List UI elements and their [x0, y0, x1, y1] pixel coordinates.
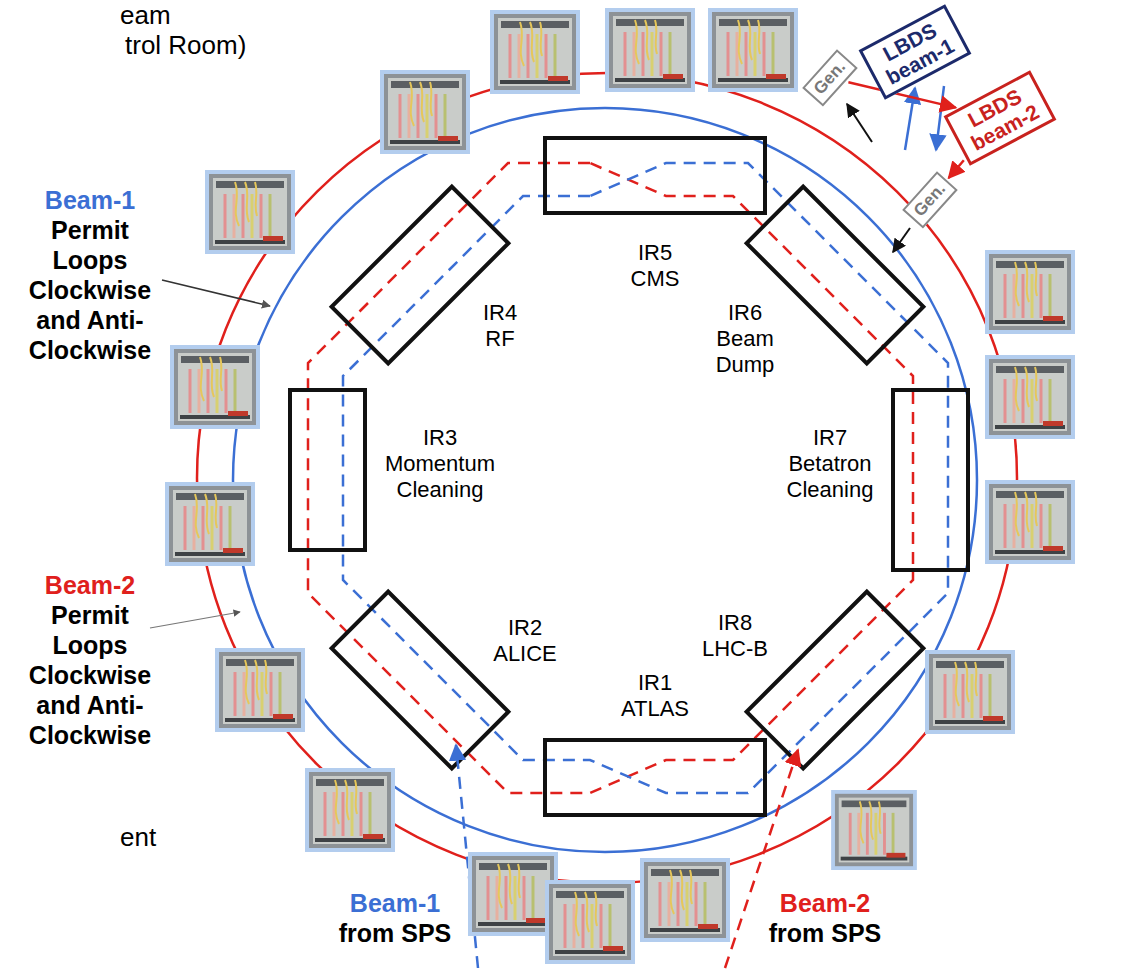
dump-system-box: LBDS beam-2 — [944, 70, 1057, 165]
interlock-crate-photo — [987, 482, 1073, 562]
ir-box — [893, 390, 968, 570]
interlock-crate-photo — [307, 770, 393, 850]
beam-2-orbit — [308, 163, 913, 793]
interlock-crate-photo — [607, 10, 693, 90]
ir-box — [332, 592, 509, 769]
beam-1-loop-tap — [936, 86, 944, 150]
beam-source-note: from SPS — [760, 918, 890, 948]
interlock-crate-photo — [217, 650, 303, 730]
interlock-crate-photo — [382, 72, 468, 152]
loop-heading: Beam-2 — [20, 570, 160, 600]
loop-heading: Beam-1 — [20, 185, 160, 215]
ir-box — [290, 390, 365, 550]
beam-source-heading: Beam-2 — [760, 888, 890, 918]
ir-label: IR1 ATLAS — [613, 670, 697, 722]
box-text: LBDS beam-1 — [869, 14, 960, 90]
beam-1-permit-loop — [233, 108, 977, 852]
leader-line — [150, 612, 240, 628]
interlock-crate-photo — [172, 347, 258, 427]
generator-feed — [893, 228, 910, 252]
interlock-crate-photo — [470, 854, 556, 934]
slide-text-fragment: trol Room) — [125, 30, 246, 60]
slide-text-fragment: eam — [120, 0, 171, 30]
ir-label: IR5 CMS — [623, 240, 687, 292]
box-text: LBDS beam-2 — [954, 80, 1045, 156]
interlock-crate-photo — [167, 484, 253, 564]
ir-box — [747, 592, 924, 769]
box-text: Gen. — [810, 57, 850, 98]
ir-box — [332, 187, 509, 364]
interlock-crate-photo — [492, 12, 578, 92]
generator-box: Gen. — [802, 49, 857, 106]
loop-note: Permit Loops Clockwise and Anti-Clockwis… — [20, 215, 160, 365]
interlock-crate-photo — [987, 252, 1073, 332]
ir-box — [545, 138, 765, 213]
interlock-crate-photo — [547, 882, 633, 962]
beam-2-permit-loop — [197, 73, 1017, 883]
ir-label: IR7 Betatron Cleaning — [778, 425, 882, 503]
ir-label: IR3 Momentum Cleaning — [380, 425, 500, 503]
loop-note: Permit Loops Clockwise and Anti-Clockwis… — [20, 600, 160, 750]
generator-feed — [847, 104, 872, 142]
interlock-crate-photo — [987, 357, 1073, 437]
ir-label: IR2 ALICE — [486, 615, 564, 667]
ir-label: IR8 LHC-B — [696, 610, 774, 662]
ir-label: IR6 Beam Dump — [709, 300, 781, 378]
interlock-crate-photo — [642, 860, 728, 940]
beam-source-note: from SPS — [330, 918, 460, 948]
dump-system-box: LBDS beam-1 — [859, 4, 972, 99]
interlock-crate-photo — [833, 792, 915, 868]
slide-text-fragment: ent — [120, 822, 156, 852]
generator-box: Gen. — [902, 171, 957, 228]
box-text: Gen. — [910, 179, 950, 220]
beam-source-heading: Beam-1 — [330, 888, 460, 918]
ir-box — [545, 740, 765, 815]
beam-1-orbit — [343, 163, 948, 793]
interlock-crate-photo — [207, 172, 293, 252]
dump-request-arrow — [949, 160, 964, 178]
interlock-crate-photo — [927, 652, 1013, 732]
leader-line — [162, 280, 270, 306]
interlock-crate-photo — [710, 10, 796, 90]
ir-label: IR4 RF — [475, 300, 525, 352]
